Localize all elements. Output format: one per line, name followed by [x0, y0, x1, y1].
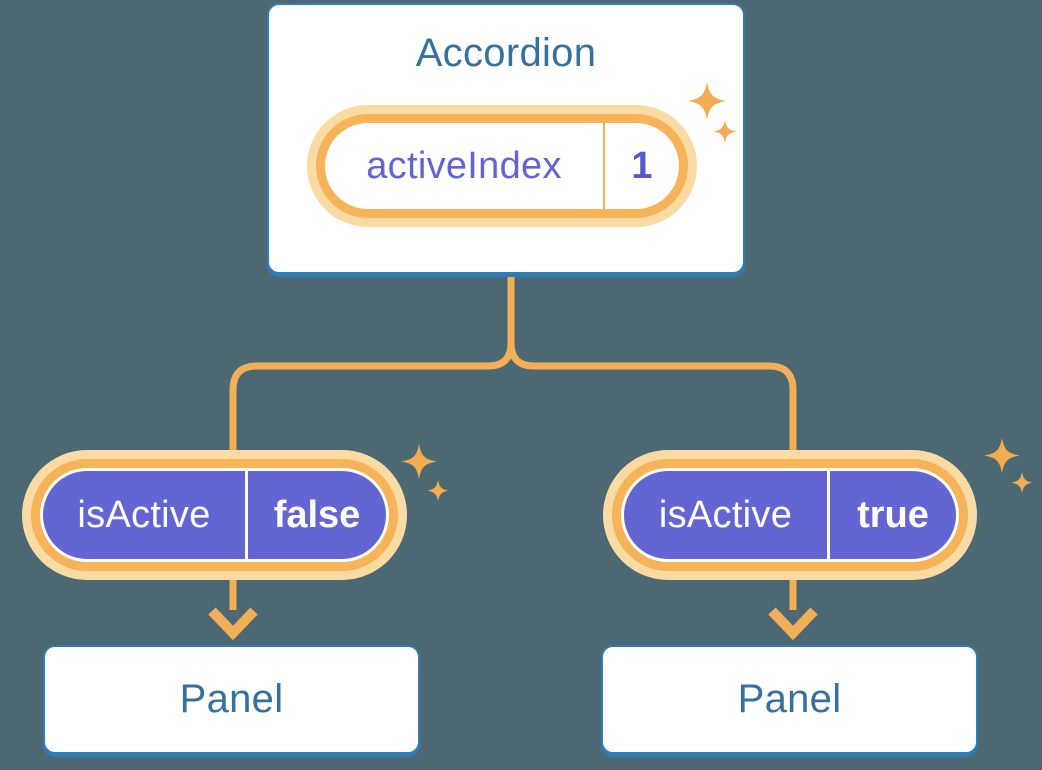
arrow-down-icon: [768, 607, 818, 641]
panel-title: Panel: [737, 677, 842, 721]
prop-pill-label: isActive: [658, 493, 793, 536]
state-pill-label: activeIndex: [366, 144, 562, 187]
prop-pill-label: isActive: [77, 493, 211, 536]
pill-divider: [827, 471, 830, 559]
state-pill-ring: activeIndex 1: [316, 114, 688, 218]
panel-card-left: Panel: [43, 645, 420, 754]
sparkle-icon: [688, 82, 737, 143]
arrow-down-icon: [208, 607, 258, 641]
state-pill-value: 1: [631, 144, 653, 187]
sparkle-icon: [401, 444, 449, 502]
branch-right-line: [507, 275, 797, 610]
pill-divider: [245, 471, 248, 559]
prop-pill-is-active-true: isActive true: [603, 450, 977, 580]
accordion-title: Accordion: [415, 31, 597, 75]
prop-pill-ring: isActive false: [31, 459, 398, 571]
sparkle-icon: [984, 438, 1033, 494]
prop-pill-ring: isActive true: [612, 459, 968, 571]
prop-pill-value: false: [273, 493, 361, 536]
panel-card-right: Panel: [601, 645, 978, 754]
panel-title: Panel: [179, 677, 284, 721]
pill-divider: [603, 123, 605, 209]
prop-pill-is-active-false: isActive false: [22, 450, 407, 580]
prop-pill-value: true: [857, 493, 929, 536]
state-pill-active-index: activeIndex 1: [307, 105, 697, 227]
